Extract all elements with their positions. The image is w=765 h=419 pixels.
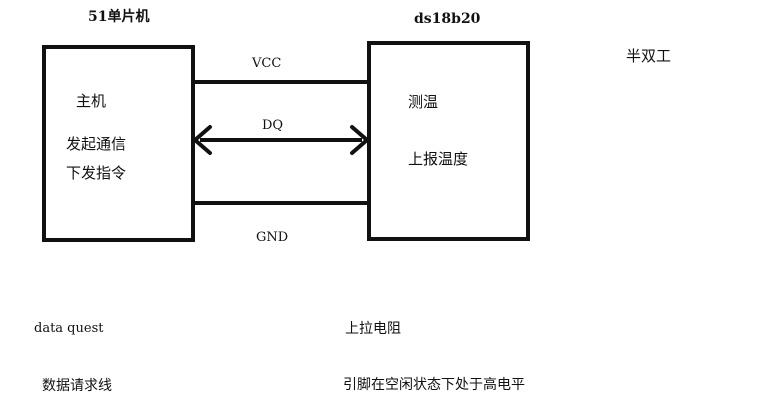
sensor-function-2: 上报温度 bbox=[408, 150, 469, 168]
mcu-title: 51单片机 bbox=[88, 9, 150, 25]
dq-arrow-right-icon bbox=[350, 125, 369, 155]
sensor-function-1: 测温 bbox=[408, 93, 439, 111]
half-duplex-label: 半双工 bbox=[626, 47, 672, 65]
dq-name-english: data quest bbox=[34, 321, 104, 336]
idle-high-note: 引脚在空闲状态下处于高电平 bbox=[343, 377, 525, 393]
sensor-box bbox=[367, 41, 530, 241]
mcu-box bbox=[42, 45, 195, 242]
gnd-label: GND bbox=[256, 230, 289, 245]
mcu-role-label: 主机 bbox=[76, 92, 107, 110]
mcu-function-2: 下发指令 bbox=[66, 164, 127, 182]
sensor-title: ds18b20 bbox=[414, 11, 481, 27]
dq-label: DQ bbox=[262, 118, 284, 133]
dq-arrow-left-icon bbox=[193, 125, 212, 155]
dq-name-chinese: 数据请求线 bbox=[42, 378, 112, 394]
vcc-label: VCC bbox=[252, 56, 282, 71]
mcu-function-1: 发起通信 bbox=[66, 135, 127, 153]
pullup-resistor-note: 上拉电阻 bbox=[345, 321, 401, 337]
